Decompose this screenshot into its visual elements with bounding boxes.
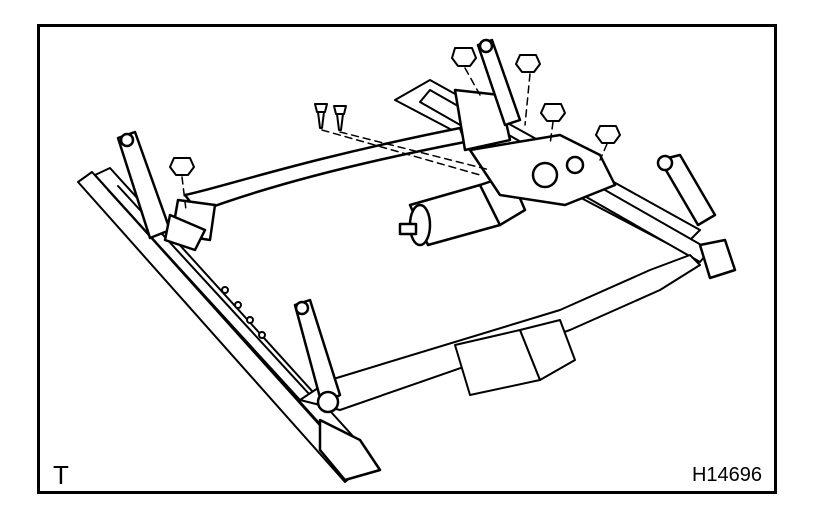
corner-label: T (53, 460, 69, 490)
screw-icon (314, 103, 328, 129)
left-seat-rail (77, 167, 371, 483)
seat-motor (398, 173, 527, 247)
rear-cross-member (299, 254, 701, 411)
mounting-bolts (169, 47, 621, 176)
screw-icon (333, 105, 347, 131)
bolt-icon (169, 157, 195, 176)
bolt-icon (515, 54, 541, 73)
bolt-icon (451, 47, 477, 67)
bolt-icon (540, 103, 566, 122)
gear-bracket (453, 38, 617, 207)
left-rear-arm (293, 298, 382, 482)
left-front-bracket (116, 130, 207, 252)
bolt-icon (595, 125, 621, 144)
installation-guides (181, 67, 608, 211)
right-rear-arm (656, 153, 737, 280)
figure-code: H14696 (691, 464, 762, 486)
